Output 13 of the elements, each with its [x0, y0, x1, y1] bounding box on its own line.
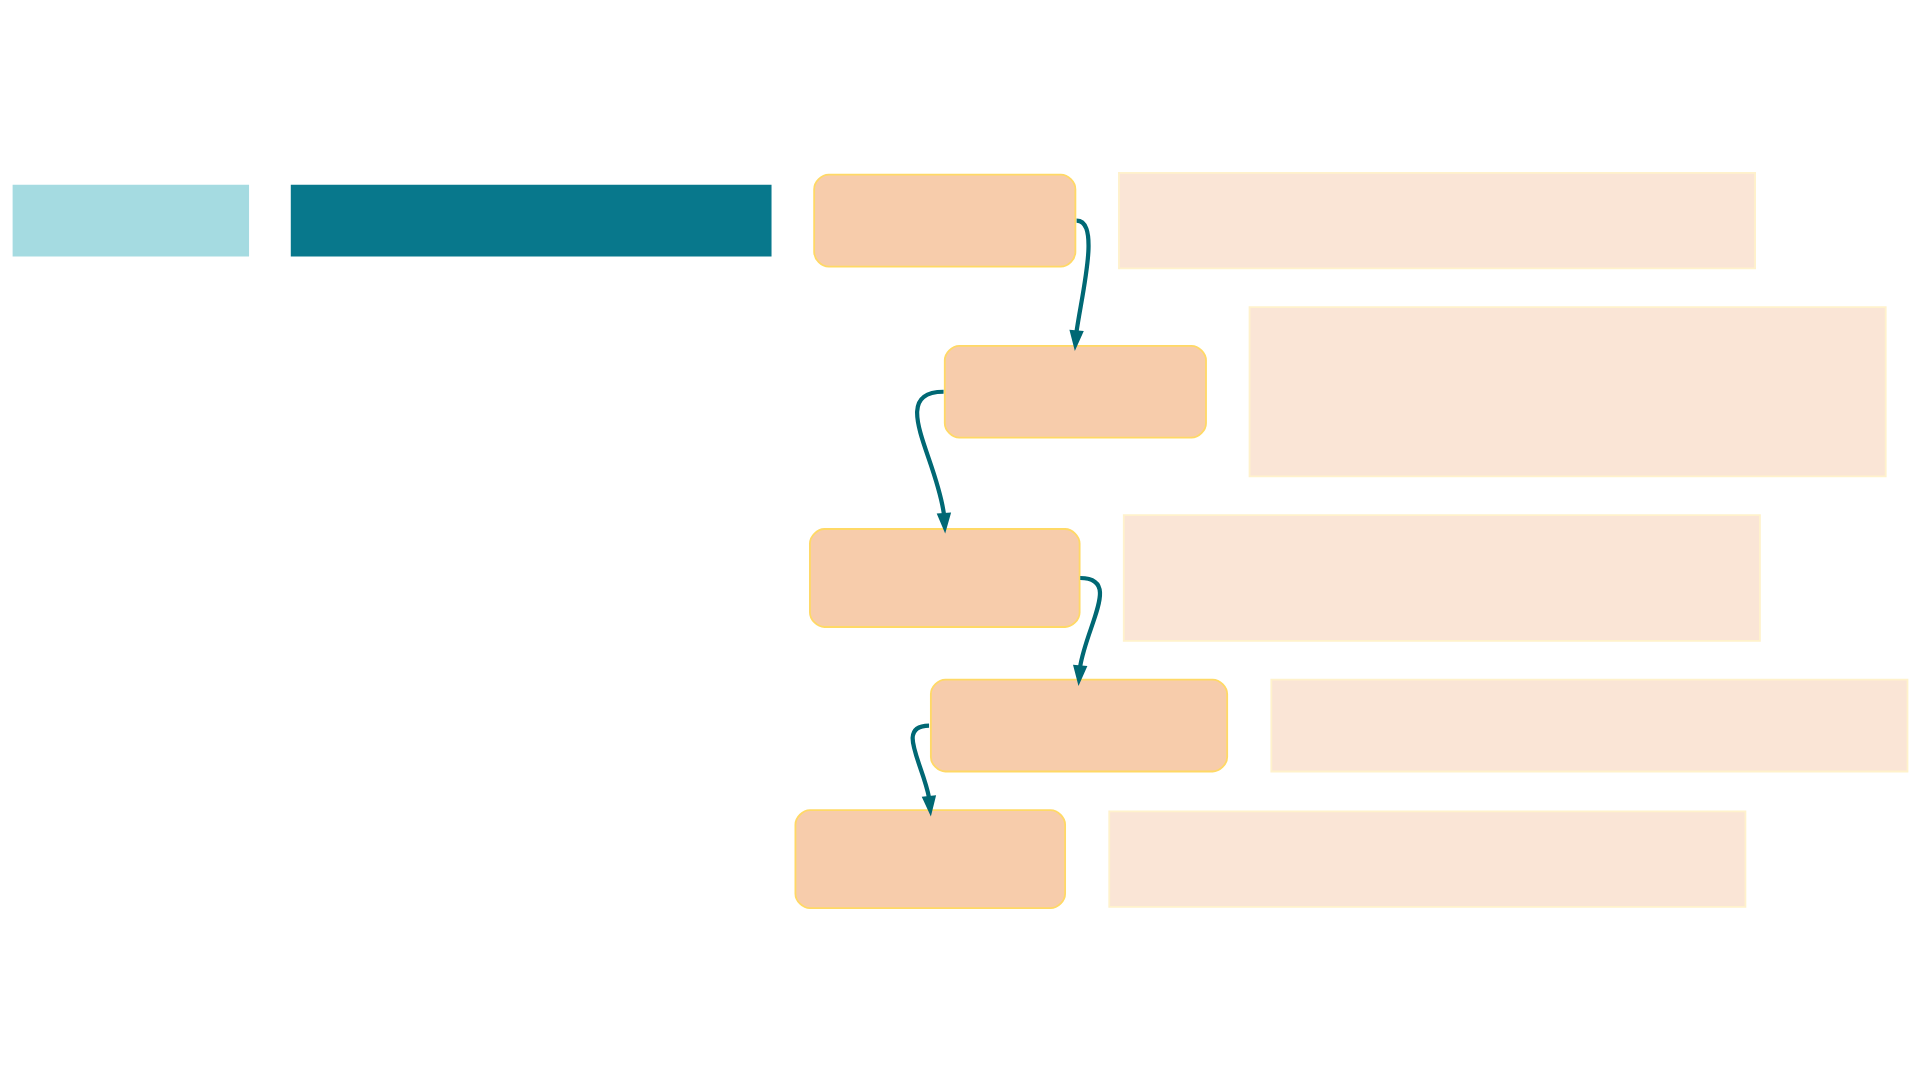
node-bar: [1118, 171, 1756, 270]
node-box: [813, 173, 1077, 268]
node-box: [794, 809, 1066, 910]
node-bar: [1108, 810, 1747, 908]
node-bar: [1248, 306, 1887, 478]
node-bar: [12, 184, 250, 257]
node-box: [809, 528, 1081, 628]
node-box: [929, 678, 1229, 773]
node-bar: [1122, 514, 1761, 642]
arrow: [1073, 575, 1102, 686]
node-bar: [290, 184, 772, 257]
node-bar: [1270, 678, 1909, 773]
node-box: [943, 344, 1207, 439]
